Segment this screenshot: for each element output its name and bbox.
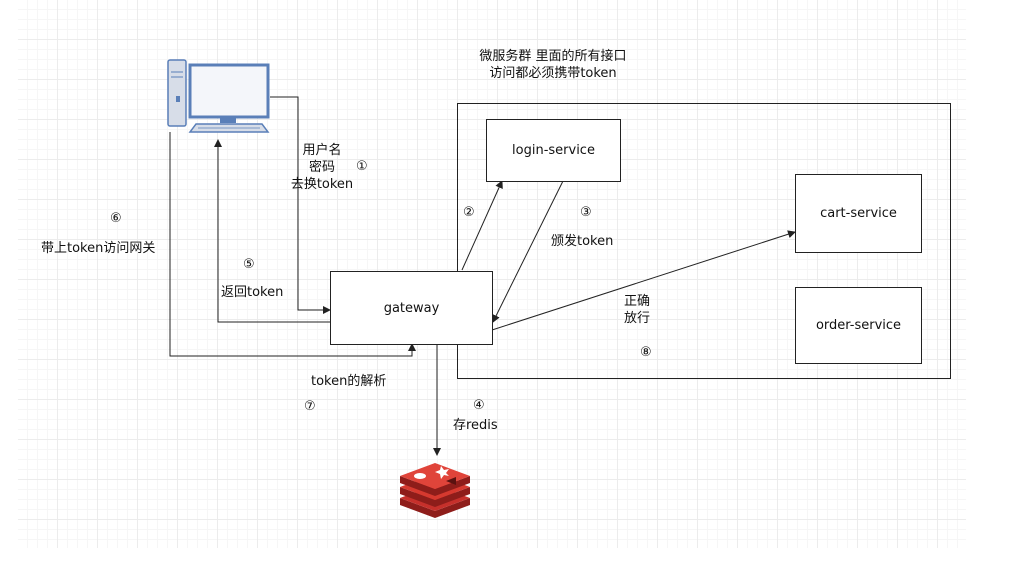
- gateway-box: gateway: [330, 271, 493, 345]
- credentials-label: 用户名 密码 去换token: [286, 142, 358, 193]
- credentials-line-2: 密码: [308, 160, 335, 175]
- store-redis-label: 存redis: [453, 418, 498, 433]
- parse-token-label: token的解析: [311, 374, 387, 389]
- gateway-label: gateway: [383, 300, 440, 316]
- step-3-marker: ③: [580, 205, 592, 220]
- cart-service-label: cart-service: [820, 206, 897, 221]
- redis-icon: [400, 463, 470, 518]
- cluster-title-line-2: 访问都必须携带token: [489, 66, 617, 81]
- step-4-marker: ④: [473, 398, 485, 413]
- cart-service-box: cart-service: [795, 174, 922, 253]
- allow-line-2: 放行: [624, 311, 651, 326]
- edge-carry-token: [169, 132, 416, 357]
- allow-line-1: 正确: [624, 294, 651, 309]
- credentials-line-3: 去换token: [290, 177, 354, 192]
- microservice-cluster: [457, 103, 951, 379]
- computer-icon: [167, 59, 270, 133]
- cluster-title: 微服务群 里面的所有接口 访问都必须携带token: [468, 48, 638, 82]
- cluster-title-line-1: 微服务群 里面的所有接口: [479, 49, 627, 64]
- edge-to-cart: [491, 230, 796, 331]
- edge-return-token: [214, 139, 330, 323]
- step-7-marker: ⑦: [304, 399, 316, 414]
- step-8-marker: ⑧: [640, 345, 652, 360]
- step-1-marker: ①: [356, 159, 368, 174]
- order-service-box: order-service: [795, 287, 922, 364]
- login-service-label: login-service: [512, 143, 595, 158]
- step-6-marker: ⑥: [110, 211, 122, 226]
- allow-label: 正确 放行: [624, 293, 650, 327]
- step-5-marker: ⑤: [243, 257, 255, 272]
- edge-issue-token: [492, 180, 564, 323]
- edge-credentials: [270, 96, 331, 314]
- carry-token-label: 带上token访问网关: [41, 241, 156, 256]
- return-token-label: 返回token: [221, 285, 284, 300]
- order-service-label: order-service: [815, 318, 902, 333]
- step-2-marker: ②: [463, 205, 475, 220]
- credentials-line-1: 用户名: [302, 143, 342, 158]
- login-service-box: login-service: [486, 119, 621, 182]
- issue-token-label: 颁发token: [551, 234, 614, 249]
- edge-to-login: [461, 180, 503, 271]
